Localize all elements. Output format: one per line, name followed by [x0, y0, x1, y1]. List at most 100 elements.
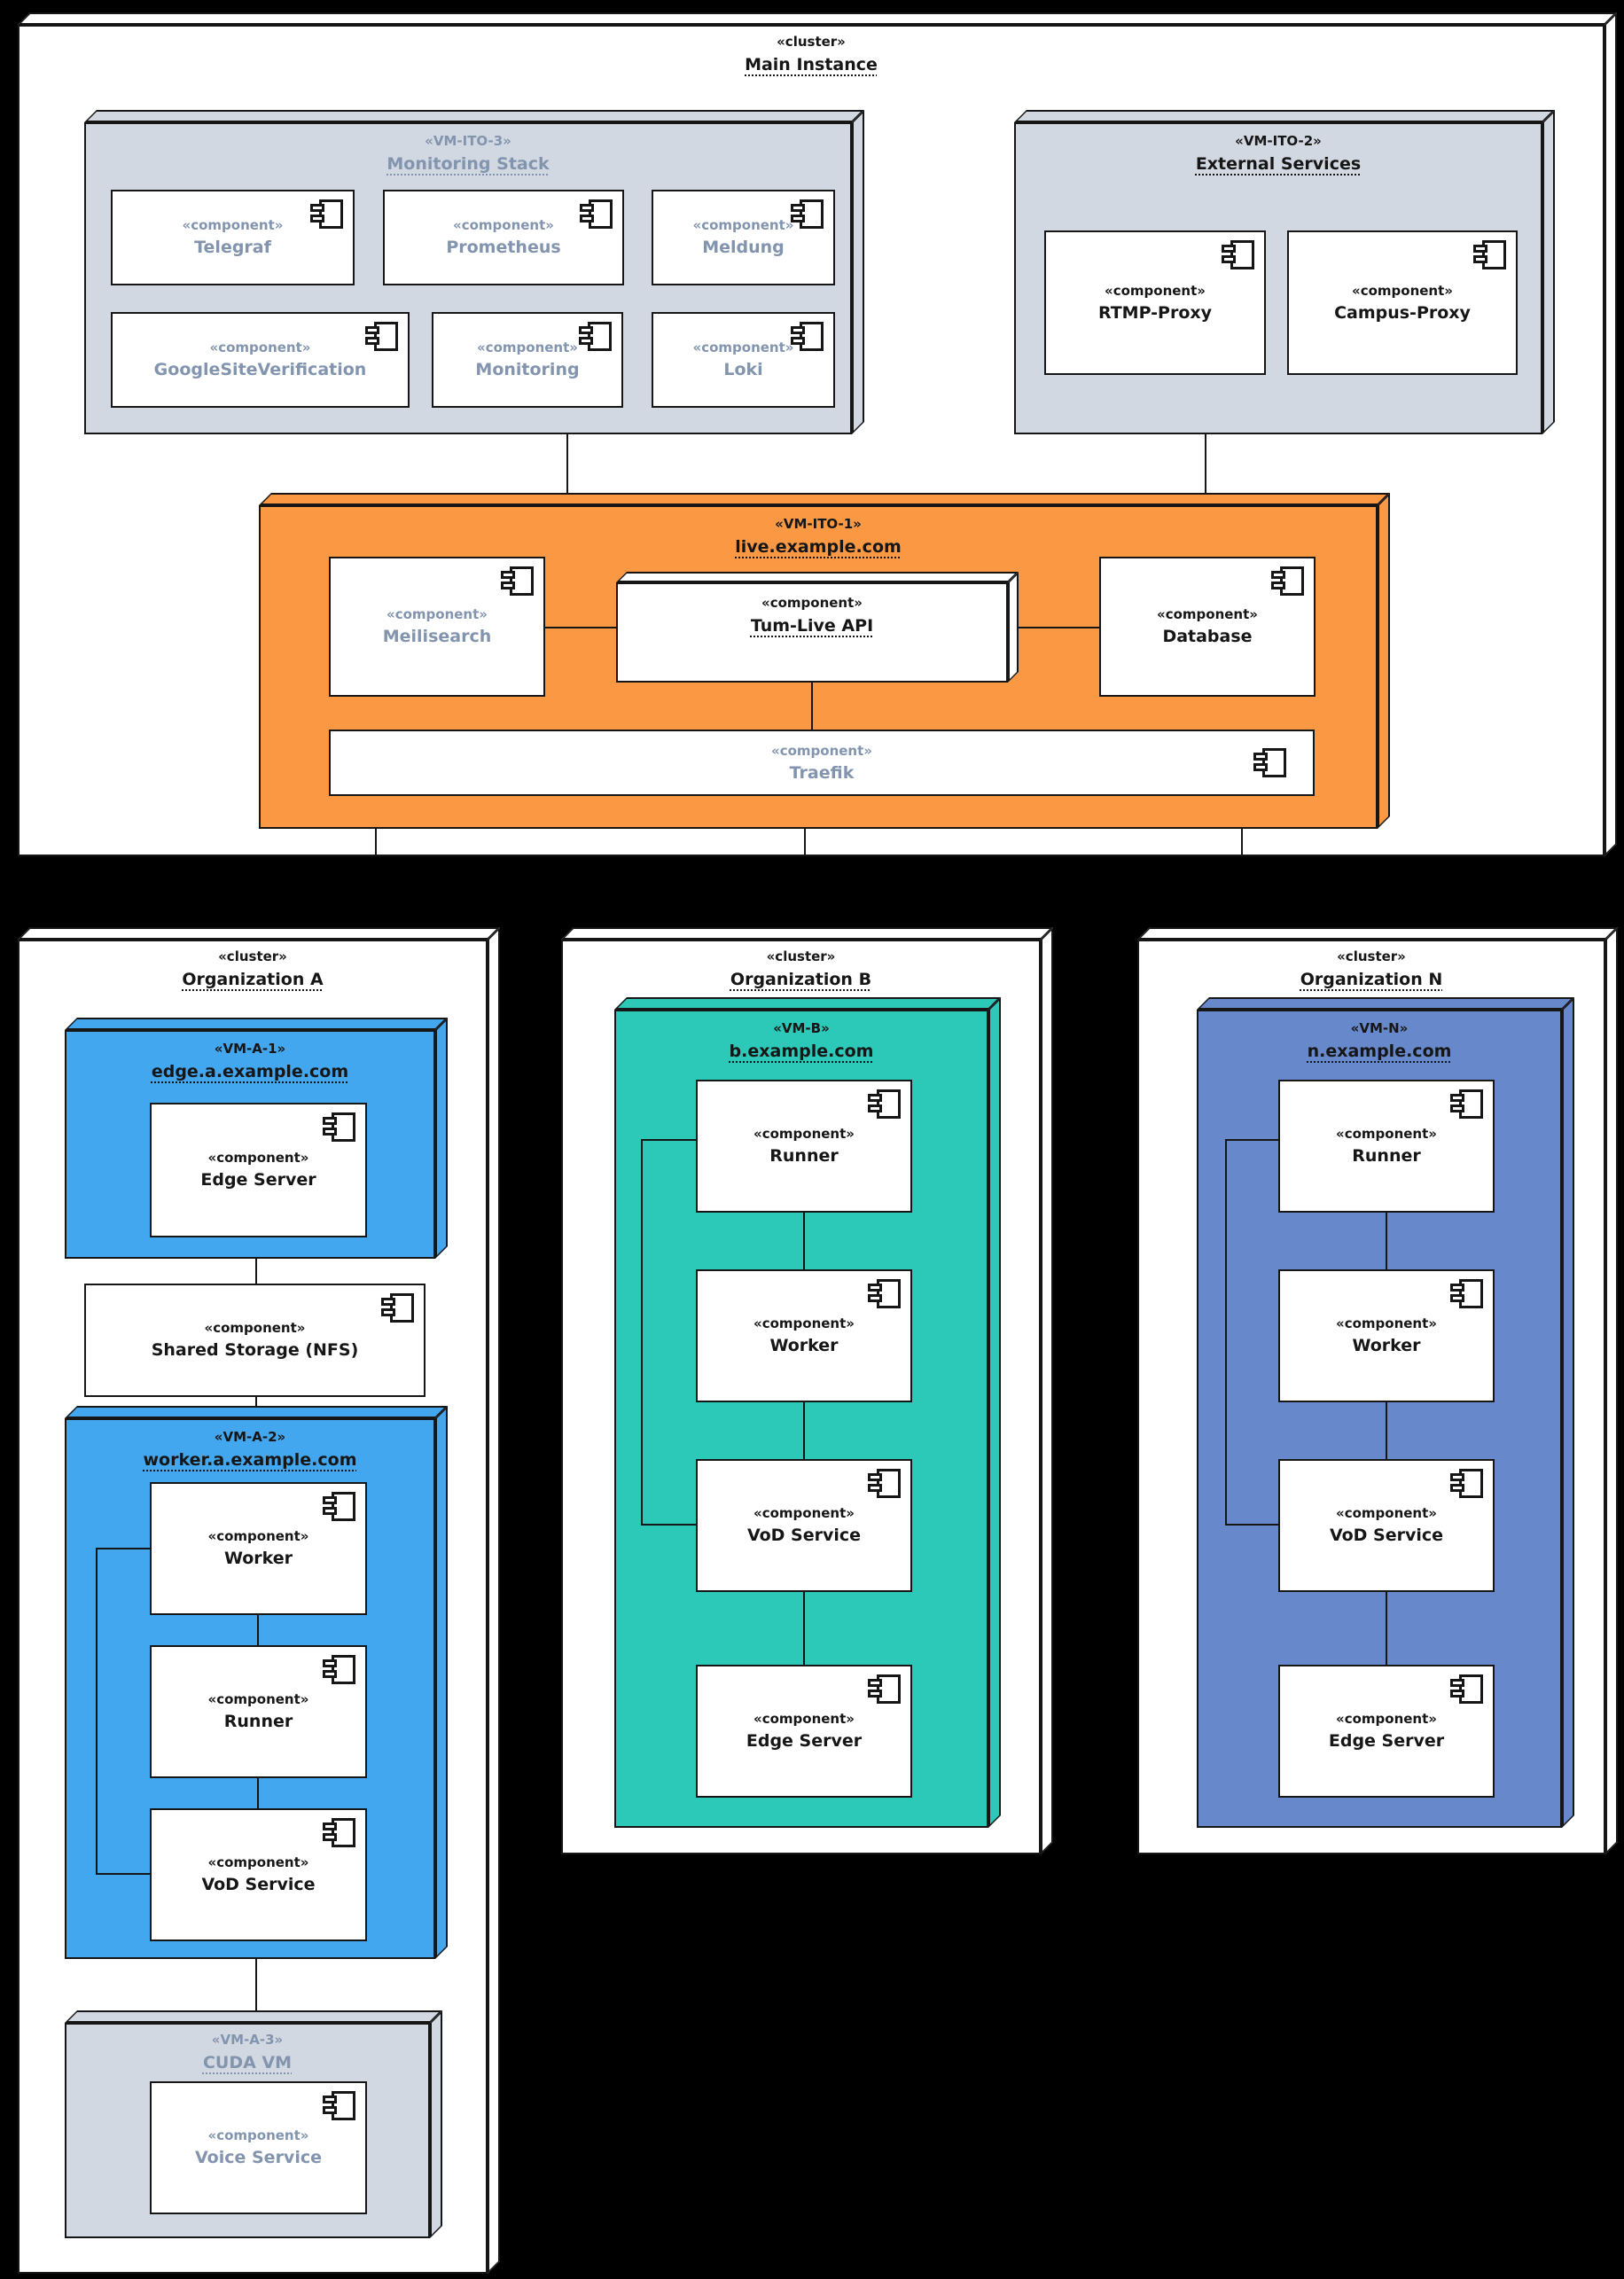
edge-runner-worker-b	[803, 1213, 805, 1269]
component-stereotype: «component»	[207, 1854, 309, 1870]
component-icon	[323, 1655, 355, 1684]
edge-bracket-b-top	[641, 1139, 696, 1141]
component-edge-server-n: «component» Edge Server	[1278, 1665, 1495, 1798]
edge-monitoring-to-live	[566, 434, 568, 495]
component-stereotype: «component»	[1352, 282, 1453, 299]
component-vod-a: «component» VoD Service	[150, 1808, 367, 1941]
component-icon	[868, 1279, 901, 1308]
edge-bracket-b	[641, 1139, 643, 1526]
component-edge-server-b-label: Edge Server	[746, 1731, 863, 1751]
edge-runner-worker-n	[1386, 1213, 1387, 1269]
component-worker-b-label: Worker	[769, 1336, 839, 1355]
component-loki: «component» Loki	[652, 312, 835, 408]
edge-bracket-n	[1225, 1139, 1227, 1526]
component-icon	[323, 1818, 355, 1847]
edge-worker-vod-n	[1386, 1402, 1387, 1459]
component-stereotype: «component»	[1336, 1315, 1437, 1331]
component-campus-proxy: «component» Campus-Proxy	[1287, 230, 1518, 375]
component-vod-b-label: VoD Service	[746, 1526, 862, 1545]
component-stereotype: «component»	[692, 340, 794, 355]
component-edge-server-b: «component» Edge Server	[696, 1665, 912, 1798]
component-prometheus: «component» Prometheus	[383, 190, 624, 285]
edge-bracket-n-bottom	[1225, 1524, 1278, 1526]
component-stereotype: «component»	[209, 340, 311, 355]
component-vod-n-label: VoD Service	[1329, 1526, 1444, 1545]
component-icon	[579, 322, 612, 351]
component-traefik-label: Traefik	[789, 762, 855, 783]
edge-runner-vod-a	[257, 1778, 259, 1808]
edge-bracket-a	[96, 1548, 98, 1875]
component-icon	[791, 322, 824, 351]
component-meldung: «component» Meldung	[652, 190, 835, 285]
component-worker-n: «component» Worker	[1278, 1269, 1495, 1402]
component-icon	[791, 199, 824, 229]
component-stereotype: «component»	[182, 217, 284, 233]
component-stereotype: «component»	[207, 1528, 309, 1544]
component-voice-service-label: Voice Service	[195, 2148, 322, 2167]
component-edge-server-n-label: Edge Server	[1328, 1731, 1445, 1751]
edge-tumlive-traefik	[811, 683, 813, 730]
component-stereotype: «component»	[453, 217, 554, 233]
edge-traefik-down-left	[375, 829, 377, 856]
component-loki-label: Loki	[723, 360, 763, 379]
component-icon	[323, 2091, 355, 2120]
component-icon	[501, 566, 534, 596]
component-runner-n: «component» Runner	[1278, 1080, 1495, 1213]
component-rtmp-proxy: «component» RTMP-Proxy	[1044, 230, 1266, 375]
component-shared-storage-label: Shared Storage (NFS)	[151, 1340, 359, 1360]
component-database: «component» Database	[1099, 557, 1316, 697]
component-stereotype: «component»	[477, 340, 578, 355]
component-stereotype: «component»	[1336, 1126, 1437, 1142]
component-stereotype: «component»	[753, 1505, 855, 1521]
component-stereotype: «component»	[692, 217, 794, 233]
component-icon	[868, 1674, 901, 1704]
component-worker-a-label: Worker	[223, 1549, 293, 1568]
edge-vod-edge-n	[1386, 1592, 1387, 1665]
component-stereotype: «component»	[1336, 1711, 1437, 1727]
edge-bracket-a-top	[96, 1548, 150, 1549]
component-prometheus-label: Prometheus	[446, 238, 561, 257]
component-icon	[868, 1089, 901, 1119]
component-worker-b: «component» Worker	[696, 1269, 912, 1402]
component-stereotype: «component»	[204, 1320, 306, 1336]
component-worker-a: «component» Worker	[150, 1482, 367, 1615]
component-icon	[1271, 566, 1304, 596]
component-icon	[323, 1492, 355, 1521]
edge-traefik-down-center	[804, 829, 806, 856]
component-stereotype: «component»	[1157, 606, 1258, 622]
node-tum-live-api	[616, 582, 1008, 683]
component-stereotype: «component»	[753, 1315, 855, 1331]
component-meldung-label: Meldung	[702, 238, 785, 257]
component-icon	[868, 1469, 901, 1498]
component-icon	[381, 1293, 414, 1323]
component-edge-server-a-label: Edge Server	[200, 1170, 316, 1190]
component-stereotype: «component»	[207, 1691, 309, 1707]
component-monitoring: «component» Monitoring	[432, 312, 623, 408]
component-icon	[1253, 747, 1286, 777]
component-meilisearch: «component» Meilisearch	[329, 557, 545, 697]
edge-bracket-n-top	[1225, 1139, 1278, 1141]
component-edge-server-a: «component» Edge Server	[150, 1103, 367, 1237]
component-monitoring-label: Monitoring	[475, 360, 580, 379]
edge-worker-vod-b	[803, 1402, 805, 1459]
edge-vma2-vma3	[255, 1959, 257, 2023]
component-runner-n-label: Runner	[1352, 1146, 1421, 1166]
component-shared-storage: «component» Shared Storage (NFS)	[84, 1284, 426, 1397]
component-icon	[323, 1112, 355, 1142]
component-icon	[1450, 1469, 1483, 1498]
component-telegraf: «component» Telegraf	[111, 190, 355, 285]
component-icon	[1222, 240, 1254, 269]
edge-tumlive-database	[1008, 627, 1099, 628]
edge-worker-runner-a	[257, 1615, 259, 1645]
component-stereotype: «component»	[753, 1711, 855, 1727]
component-runner-a: «component» Runner	[150, 1645, 367, 1778]
component-worker-n-label: Worker	[1352, 1336, 1421, 1355]
component-vod-b: «component» VoD Service	[696, 1459, 912, 1592]
component-runner-b-label: Runner	[769, 1146, 839, 1166]
component-stereotype: «component»	[207, 2127, 309, 2143]
edge-traefik-down-right	[1241, 829, 1243, 856]
component-meilisearch-label: Meilisearch	[382, 627, 492, 646]
edge-external-to-live	[1205, 434, 1206, 495]
component-stereotype: «component»	[753, 1126, 855, 1142]
component-stereotype: «component»	[207, 1150, 309, 1166]
